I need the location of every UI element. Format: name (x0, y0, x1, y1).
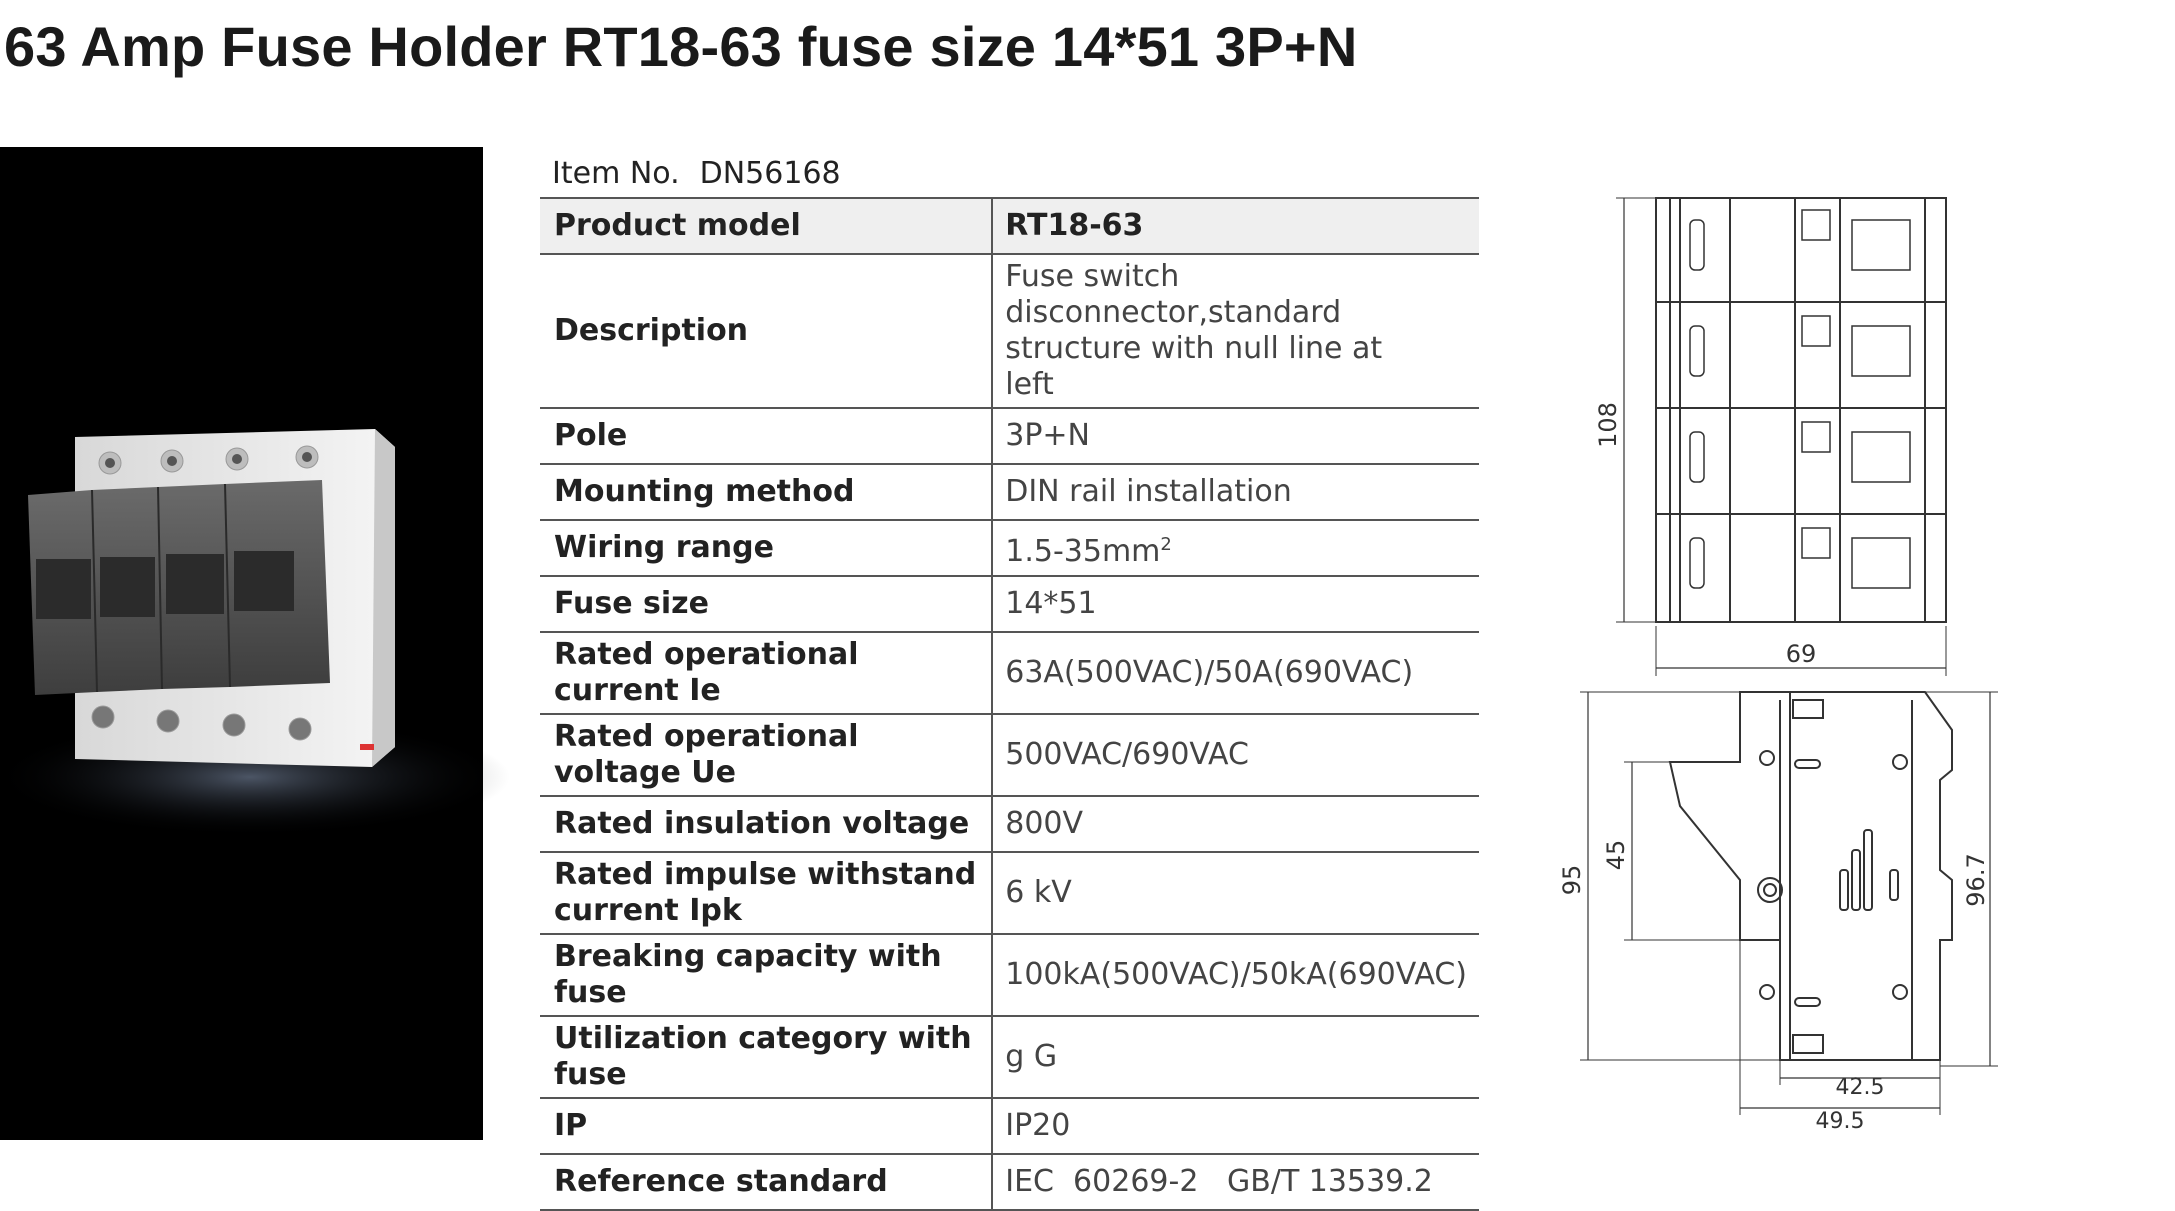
dimension-drawing: 108 69 95 45 96.7 42.5 49.5 (1540, 180, 2020, 1134)
front-view (1616, 197, 1947, 676)
dimension-label-42-5: 42.5 (1836, 1075, 1885, 1100)
spec-value: 3P+N (1005, 418, 1090, 453)
side-view (1580, 691, 1998, 1115)
spec-value: RT18-63 (992, 198, 1479, 254)
spec-label: Reference standard (540, 1154, 994, 1210)
spec-label: IP (540, 1098, 994, 1154)
table-row: Breaking capacity with fuse 100kA(500VAC… (540, 934, 1479, 1016)
wiring-range-value: 1.5-35mm (1005, 533, 1161, 569)
dimension-label-95: 95 (1558, 865, 1586, 896)
spec-label: Wiring range (540, 520, 994, 576)
item-number-value: DN56168 (699, 156, 841, 191)
spec-value: 1.5-35mm2 (992, 520, 1479, 576)
spec-value: DIN rail installation (1005, 474, 1292, 509)
spec-value: 6 kV (1005, 875, 1072, 910)
dimension-label-49-5: 49.5 (1816, 1109, 1865, 1134)
spec-value: IP20 (1005, 1108, 1071, 1143)
spec-label: Breaking capacity with fuse (540, 934, 994, 1016)
spec-label: Fuse size (540, 576, 994, 632)
table-row: Fuse size 14*51 (540, 576, 1479, 632)
spec-label: Utilization category with fuse (540, 1016, 994, 1098)
table-row: Wiring range 1.5-35mm2 (540, 520, 1479, 576)
dimension-label-96-7: 96.7 (1962, 853, 1990, 906)
spec-table: Product model RT18-63 Description Fuse s… (540, 197, 1479, 1211)
table-row: Utilization category with fuse g G (540, 1016, 1479, 1098)
table-row: Product model RT18-63 (540, 198, 1479, 254)
dimension-label-69: 69 (1786, 640, 1817, 668)
table-row: Rated insulation voltage 800V (540, 796, 1479, 852)
spec-value: 800V (1005, 806, 1084, 841)
table-row: Rated operational voltage Ue 500VAC/690V… (540, 714, 1479, 796)
spec-label: Pole (540, 408, 994, 464)
table-row: Pole 3P+N (540, 408, 1479, 464)
spec-label: Rated impulse withstand current Ipk (540, 852, 994, 934)
table-row: Description Fuse switch disconnector,sta… (540, 254, 1479, 408)
table-row: Mounting method DIN rail installation (540, 464, 1479, 520)
dimension-label-108: 108 (1594, 402, 1622, 448)
spec-value: 14*51 (1005, 586, 1097, 621)
spec-label: Description (540, 254, 994, 408)
spec-label: Product model (540, 198, 994, 254)
dimension-label-45: 45 (1602, 840, 1630, 871)
spec-value: g G (1005, 1039, 1058, 1074)
spec-label: Rated insulation voltage (540, 796, 994, 852)
table-row: IP IP20 (540, 1098, 1479, 1154)
spec-value: 63A(500VAC)/50A(690VAC) (1005, 655, 1414, 690)
product-photo (0, 147, 510, 1140)
table-row: Rated operational current Ie 63A(500VAC)… (540, 632, 1479, 714)
spec-label: Rated operational voltage Ue (540, 714, 994, 796)
spec-value: Fuse switch disconnector,standard struct… (1005, 259, 1383, 402)
table-row: Rated impulse withstand current Ipk 6 kV (540, 852, 1479, 934)
page-title: 63 Amp Fuse Holder RT18-63 fuse size 14*… (4, 15, 1358, 78)
item-number-label: Item No. (552, 156, 680, 191)
spec-value: IEC 60269-2 GB/T 13539.2 (1005, 1164, 1433, 1199)
spec-label: Rated operational current Ie (540, 632, 994, 714)
wiring-range-superscript: 2 (1160, 533, 1172, 555)
spec-value: 500VAC/690VAC (1005, 737, 1249, 772)
spec-value: 100kA(500VAC)/50kA(690VAC) (1005, 957, 1467, 992)
table-row: Reference standard IEC 60269-2 GB/T 1353… (540, 1154, 1479, 1210)
item-number: Item No. DN56168 (552, 156, 861, 191)
spec-label: Mounting method (540, 464, 994, 520)
